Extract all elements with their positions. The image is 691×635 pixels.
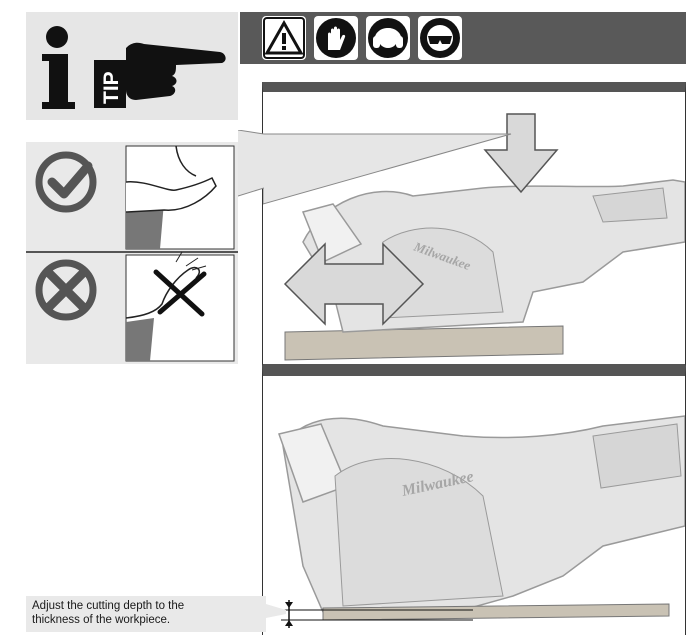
down-arrow-icon	[483, 113, 559, 194]
safety-icons-bar	[240, 12, 686, 64]
tip-box: TIP	[26, 12, 238, 120]
eye-protection-icon	[418, 16, 462, 60]
warning-triangle-icon	[262, 16, 306, 60]
grip-guide-panel	[26, 142, 238, 364]
tip-label: TIP	[100, 71, 123, 104]
note-pointer	[266, 604, 286, 618]
callout-beam-connector	[238, 130, 264, 197]
ear-protection-icon	[366, 16, 410, 60]
workpiece-board	[284, 325, 564, 361]
cross-icon	[35, 259, 97, 321]
checkmark-icon	[35, 151, 97, 213]
double-arrow-icon	[283, 242, 425, 326]
info-icon	[42, 26, 75, 109]
saw-illustration: Milwaukee	[301, 179, 685, 333]
gloves-icon	[314, 16, 358, 60]
callout-beam	[263, 133, 512, 205]
figure-cutting-depth: Milwaukee	[262, 366, 686, 635]
note-text: Adjust the cutting depth to the thicknes…	[32, 600, 185, 626]
depth-dimension-marker	[281, 600, 473, 628]
figure-saw-movement: Milwaukee	[262, 82, 686, 366]
workpiece-board	[322, 603, 670, 621]
wrong-grip-illustration	[125, 251, 235, 362]
correct-grip-illustration	[125, 145, 235, 250]
note-box: Adjust the cutting depth to the thicknes…	[26, 596, 266, 632]
tip-graphic: TIP	[42, 26, 226, 109]
saw-illustration: Milwaukee	[278, 415, 685, 613]
pointing-hand-icon: TIP	[94, 42, 226, 108]
